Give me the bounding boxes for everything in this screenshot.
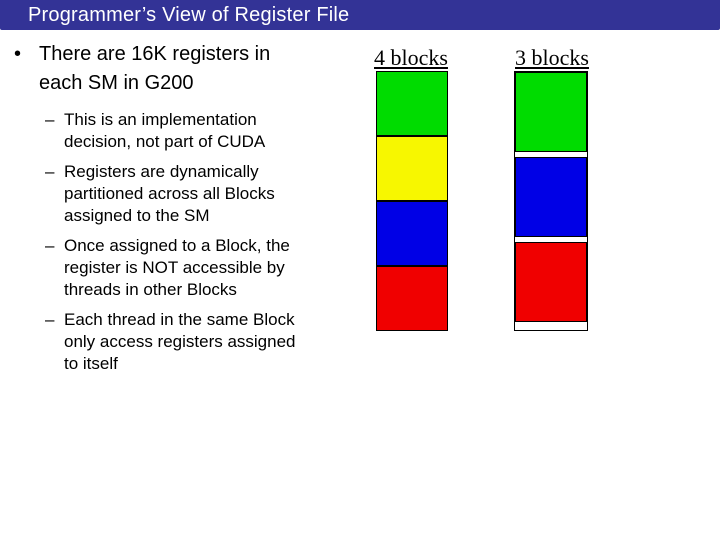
main-bullet: • There are 16K registers in each SM in …: [10, 40, 355, 98]
three-blocks-label: 3 blocks: [515, 45, 589, 70]
title-bar: Programmer’s View of Register File: [0, 0, 720, 30]
red-block: [515, 242, 587, 322]
dash-marker: –: [45, 236, 55, 255]
bullet-text-block: • There are 16K registers in each SM in …: [10, 40, 355, 383]
red-block: [376, 266, 448, 331]
dash-marker: –: [45, 110, 55, 129]
sub-bullet: – Each thread in the same Block only acc…: [45, 309, 355, 375]
main-bullet-text: There are 16K registers in each SM in G2…: [39, 43, 271, 94]
blue-block: [376, 201, 448, 266]
slide-title: Programmer’s View of Register File: [28, 4, 350, 26]
bullet-marker: •: [14, 43, 22, 65]
sub-bullet-text: This is an implementation decision, not …: [64, 110, 266, 151]
three-blocks-column: [514, 71, 588, 331]
yellow-block: [376, 136, 448, 201]
four-blocks-label: 4 blocks: [374, 45, 448, 70]
dash-marker: –: [45, 162, 55, 181]
green-block: [376, 71, 448, 136]
four-blocks-column: [376, 71, 448, 331]
sub-bullet-list: – This is an implementation decision, no…: [45, 109, 355, 375]
sub-bullet-text: Registers are dynamically partitioned ac…: [64, 162, 275, 225]
blue-block: [515, 157, 587, 237]
green-block: [515, 72, 587, 152]
sub-bullet-text: Each thread in the same Block only acces…: [64, 310, 296, 373]
sub-bullet: – This is an implementation decision, no…: [45, 109, 355, 153]
sub-bullet: – Registers are dynamically partitioned …: [45, 161, 355, 227]
sub-bullet: – Once assigned to a Block, the register…: [45, 235, 355, 301]
sub-bullet-text: Once assigned to a Block, the register i…: [64, 236, 290, 299]
dash-marker: –: [45, 310, 55, 329]
